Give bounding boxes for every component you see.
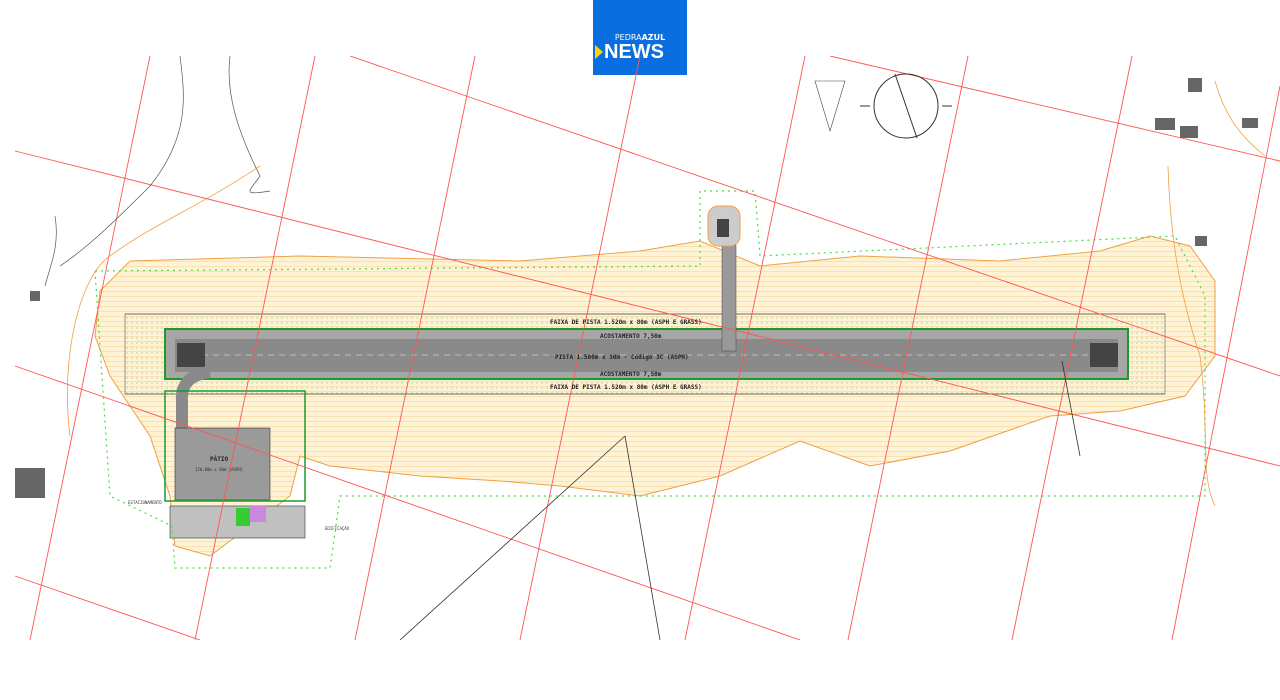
label-strip-top: FAIXA DE PISTA 1.520m x 80m (ASPH E GRAS… bbox=[550, 319, 702, 326]
terrain-contours bbox=[44, 56, 271, 287]
airport-site-plan: FAIXA DE PISTA 1.520m x 80m (ASPH E GRAS… bbox=[14, 56, 1280, 640]
coordinate-grid bbox=[14, 56, 1280, 640]
label-strip-bottom: FAIXA DE PISTA 1.520m x 80m (ASPH E GRAS… bbox=[550, 384, 702, 391]
pedra-azul-news-logo[interactable]: PEDRAAZUL NEWS bbox=[593, 0, 687, 75]
north-arrow bbox=[814, 80, 846, 133]
logo-part1: PEDRA bbox=[614, 33, 642, 42]
threshold-west bbox=[177, 343, 205, 367]
apron bbox=[174, 427, 271, 501]
fence-line bbox=[94, 190, 1206, 569]
logo-brand: PEDRAAZUL bbox=[593, 33, 687, 42]
terminal-annex bbox=[250, 506, 266, 522]
label-shoulder-bottom: ACOSTAMENTO 7,50m bbox=[600, 371, 662, 378]
terminal-building bbox=[236, 508, 250, 526]
apron-edge bbox=[164, 390, 306, 502]
play-triangle-icon bbox=[595, 45, 603, 59]
logo-news-word: NEWS bbox=[604, 41, 664, 63]
label-building: EDIFICAÇÃO bbox=[325, 526, 350, 531]
wind-rose bbox=[860, 73, 952, 139]
runway-pavement bbox=[175, 339, 1118, 372]
label-parking: ESTACIONAMENTO bbox=[128, 500, 162, 505]
label-shoulder-top: ACOSTAMENTO 7,50m bbox=[600, 333, 662, 340]
existing-buildings bbox=[15, 78, 1258, 498]
leader-lines bbox=[399, 360, 1081, 640]
label-apron-title: PÁTIO bbox=[210, 456, 228, 463]
label-apron-size: 120,00m x 60m (ASPH) bbox=[195, 467, 243, 472]
navaid-shelter bbox=[717, 219, 729, 237]
logo-part2: AZUL bbox=[641, 33, 666, 42]
access-paths bbox=[67, 80, 1266, 507]
label-runway: PISTA 1.500m x 30m - Código 3C (ASPH) bbox=[555, 354, 689, 361]
threshold-east bbox=[1090, 343, 1118, 367]
